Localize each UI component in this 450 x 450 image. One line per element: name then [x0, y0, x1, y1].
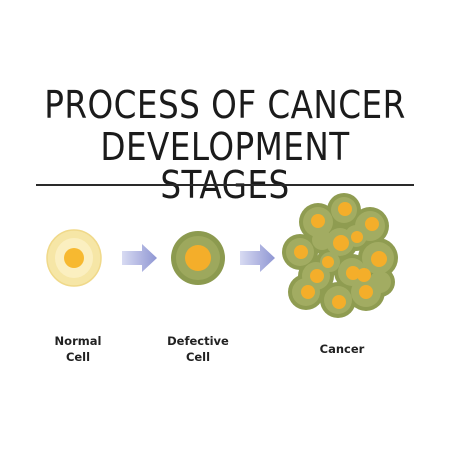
cancer-cell-nucleus: [301, 285, 315, 299]
cancer-cell-nucleus: [338, 202, 352, 216]
cancer-cell-nucleus: [359, 285, 373, 299]
cancer-cell-cluster: [282, 193, 398, 318]
arrow-right-icon: [240, 244, 275, 272]
normal-cell: [46, 229, 102, 287]
cancer-cell-nucleus: [332, 295, 346, 309]
cancer-cell-nucleus: [294, 245, 308, 259]
title-line-1: PROCESS OF CANCER: [44, 83, 406, 127]
defective-cell: [171, 231, 225, 285]
title-divider: [36, 184, 414, 186]
arrow-right-icon: [122, 244, 157, 272]
cancer-cell-inner: [312, 230, 332, 250]
cancer-cell-nucleus: [346, 266, 360, 280]
cancer-cell-nucleus: [357, 268, 371, 282]
cancer-cell-nucleus: [333, 235, 349, 251]
cancer-cell-nucleus: [311, 214, 325, 228]
cancer-cell-nucleus: [365, 217, 379, 231]
label-defective-line1: Defective: [167, 334, 229, 348]
cancer-cell-nucleus: [310, 269, 324, 283]
label-cancer-line1: Cancer: [319, 342, 365, 356]
cancer-cell-nucleus: [351, 231, 363, 243]
label-normal-cell: Normal Cell: [38, 333, 118, 365]
label-cancer: Cancer: [302, 341, 382, 357]
label-defective-line2: Cell: [185, 350, 211, 364]
label-normal-line2: Cell: [65, 350, 91, 364]
cancer-cell-inner: [369, 271, 391, 293]
cancer-cell-nucleus: [322, 256, 334, 268]
label-defective-cell: Defective Cell: [156, 333, 240, 365]
cancer-cell-nucleus: [371, 251, 387, 267]
label-normal-line1: Normal: [54, 334, 102, 348]
